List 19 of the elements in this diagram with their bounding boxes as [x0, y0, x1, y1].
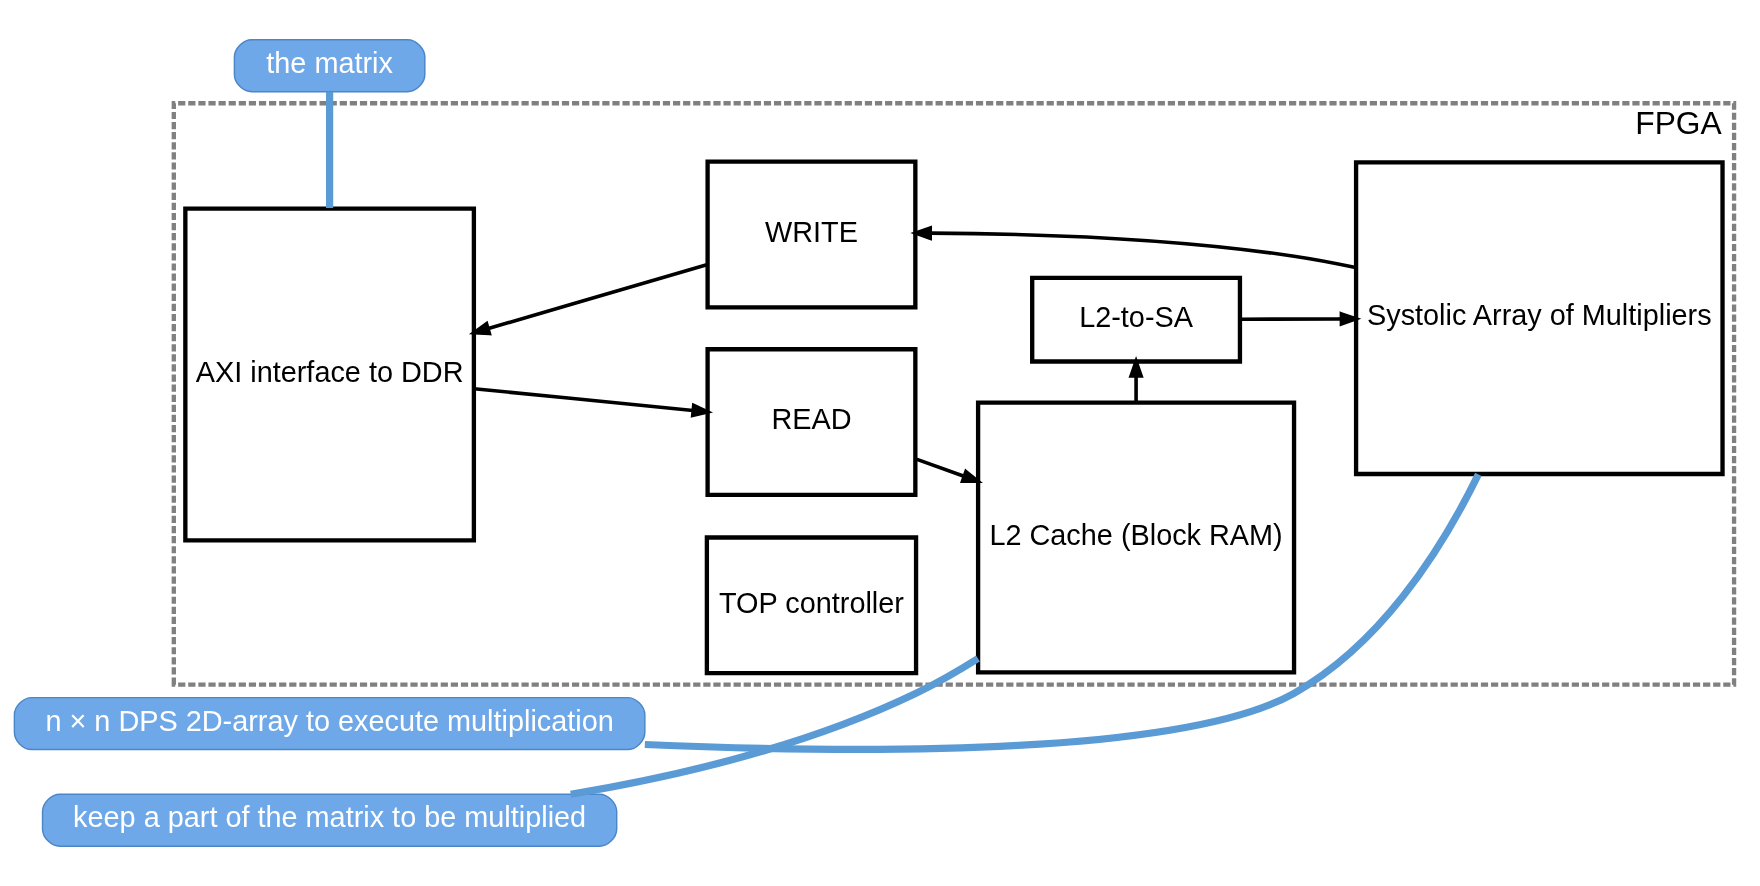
node-box: the matrix [233, 39, 426, 93]
node-box: L2 Cache (Block RAM) [975, 400, 1297, 675]
arrow [1128, 356, 1144, 403]
arrow [910, 225, 1356, 270]
node-box: TOP controller [704, 535, 919, 676]
arrow [914, 457, 983, 484]
node-box: Systolic Array of Multipliers [1353, 160, 1725, 477]
connector [326, 91, 334, 209]
node-box: L2-to-SA [1030, 275, 1243, 364]
arrow [473, 386, 714, 418]
arrow [1240, 311, 1362, 327]
arrow [468, 262, 709, 336]
connector [644, 472, 1482, 753]
connector [570, 655, 980, 798]
node-box: READ [705, 347, 918, 498]
node-box: n × n DPS 2D-array to execute multiplication [13, 696, 646, 751]
node-box: WRITE [705, 159, 918, 310]
node-box: AXI interface to DDR [183, 206, 477, 543]
node-box: keep a part of the matrix to be multiplied [41, 793, 618, 847]
